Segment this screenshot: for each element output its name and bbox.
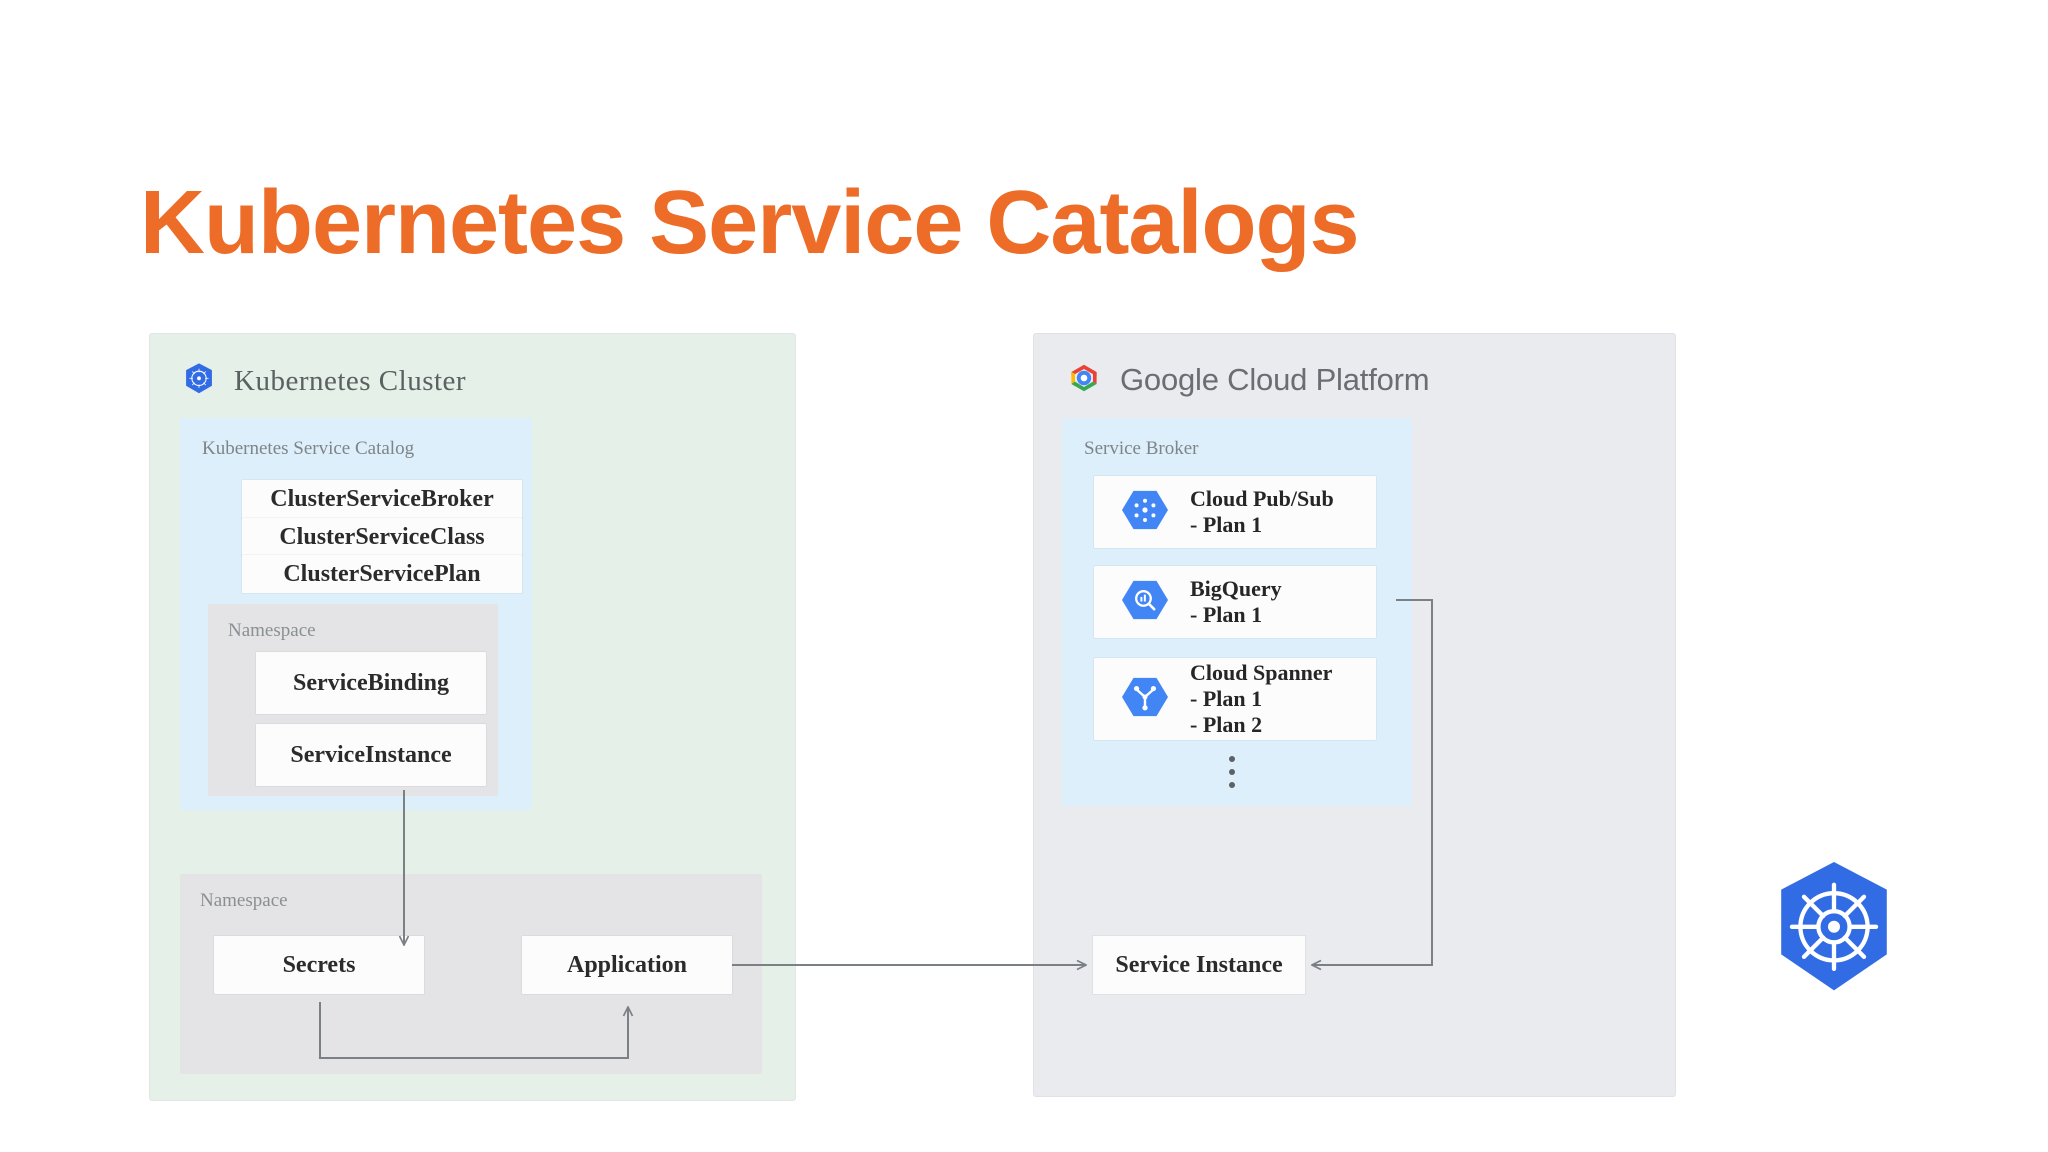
service-card-text: Cloud Spanner - Plan 1 - Plan 2 — [1190, 660, 1332, 738]
google-cloud-platform-header: Google Cloud Platform — [1066, 362, 1430, 398]
resource-card-clusterservicebroker[interactable]: ClusterServiceBroker — [242, 480, 522, 519]
service-instance-label: Service Instance — [1115, 951, 1283, 978]
service-card-bigquery[interactable]: BigQuery - Plan 1 — [1094, 566, 1376, 638]
namespace-caption: Namespace — [200, 890, 288, 911]
service-card-cloud-pubsub[interactable]: Cloud Pub/Sub - Plan 1 — [1094, 476, 1376, 548]
kubernetes-cluster-title: Kubernetes Cluster — [234, 365, 467, 397]
cloud-spanner-icon — [1122, 677, 1168, 722]
google-cloud-logo-icon — [1066, 363, 1102, 398]
kubernetes-cluster-header: Kubernetes Cluster — [182, 362, 466, 401]
resource-label: ServiceBinding — [292, 669, 449, 696]
ellipsis-dot — [1229, 769, 1235, 775]
resource-card-clusterserviceplan[interactable]: ClusterServicePlan — [242, 555, 522, 593]
vertical-ellipsis-icon[interactable] — [1229, 756, 1235, 788]
service-card-cloud-spanner[interactable]: Cloud Spanner - Plan 1 - Plan 2 — [1094, 658, 1376, 740]
namespace-caption: Namespace — [228, 620, 316, 641]
namespace-box-lower: Namespace Secrets Application — [180, 874, 762, 1074]
cloud-pubsub-icon — [1122, 490, 1168, 535]
resource-label: Application — [566, 951, 688, 978]
resource-card-secrets[interactable]: Secrets — [214, 936, 424, 994]
resource-label: Secrets — [282, 951, 356, 978]
service-broker-caption: Service Broker — [1084, 438, 1199, 459]
service-plan: - Plan 1 — [1190, 512, 1263, 537]
google-cloud-platform-title: Google Cloud Platform — [1120, 362, 1430, 397]
kubernetes-service-catalog-box: Kubernetes Service Catalog ClusterServic… — [180, 418, 532, 810]
namespace-box-catalog: Namespace ServiceBinding ServiceInstance — [208, 604, 498, 796]
kubernetes-logo-icon — [182, 362, 216, 401]
resource-label: ClusterServiceClass — [279, 523, 485, 550]
resource-card-application[interactable]: Application — [522, 936, 732, 994]
resource-card-servicebinding[interactable]: ServiceBinding — [256, 652, 486, 714]
bigquery-icon — [1122, 580, 1168, 625]
service-plan: - Plan 2 — [1190, 711, 1263, 737]
resource-card-clusterserviceclass[interactable]: ClusterServiceClass — [242, 518, 522, 556]
service-plan: - Plan 1 — [1190, 686, 1263, 712]
kubernetes-cluster-panel: Kubernetes Cluster Kubernetes Service Ca… — [150, 334, 795, 1100]
service-plan: - Plan 1 — [1190, 602, 1263, 627]
resource-label: ClusterServiceBroker — [270, 486, 494, 512]
resource-label: ServiceInstance — [290, 741, 452, 768]
page-title: Kubernetes Service Catalogs — [140, 173, 1359, 273]
service-instance-card[interactable]: Service Instance — [1093, 936, 1305, 994]
resource-label: ClusterServicePlan — [283, 560, 481, 587]
service-broker-box: Service Broker — [1062, 418, 1412, 806]
service-name: Cloud Spanner — [1190, 660, 1333, 686]
service-name: BigQuery — [1190, 576, 1282, 602]
service-card-text: Cloud Pub/Sub - Plan 1 — [1190, 486, 1334, 538]
catalog-caption: Kubernetes Service Catalog — [202, 438, 415, 459]
resource-card-serviceinstance[interactable]: ServiceInstance — [256, 724, 486, 786]
service-name: Cloud Pub/Sub — [1190, 486, 1334, 512]
ellipsis-dot — [1229, 756, 1235, 762]
ellipsis-dot — [1229, 782, 1235, 788]
service-card-text: BigQuery - Plan 1 — [1190, 576, 1282, 628]
kubernetes-wheel-icon — [1762, 856, 1906, 1000]
